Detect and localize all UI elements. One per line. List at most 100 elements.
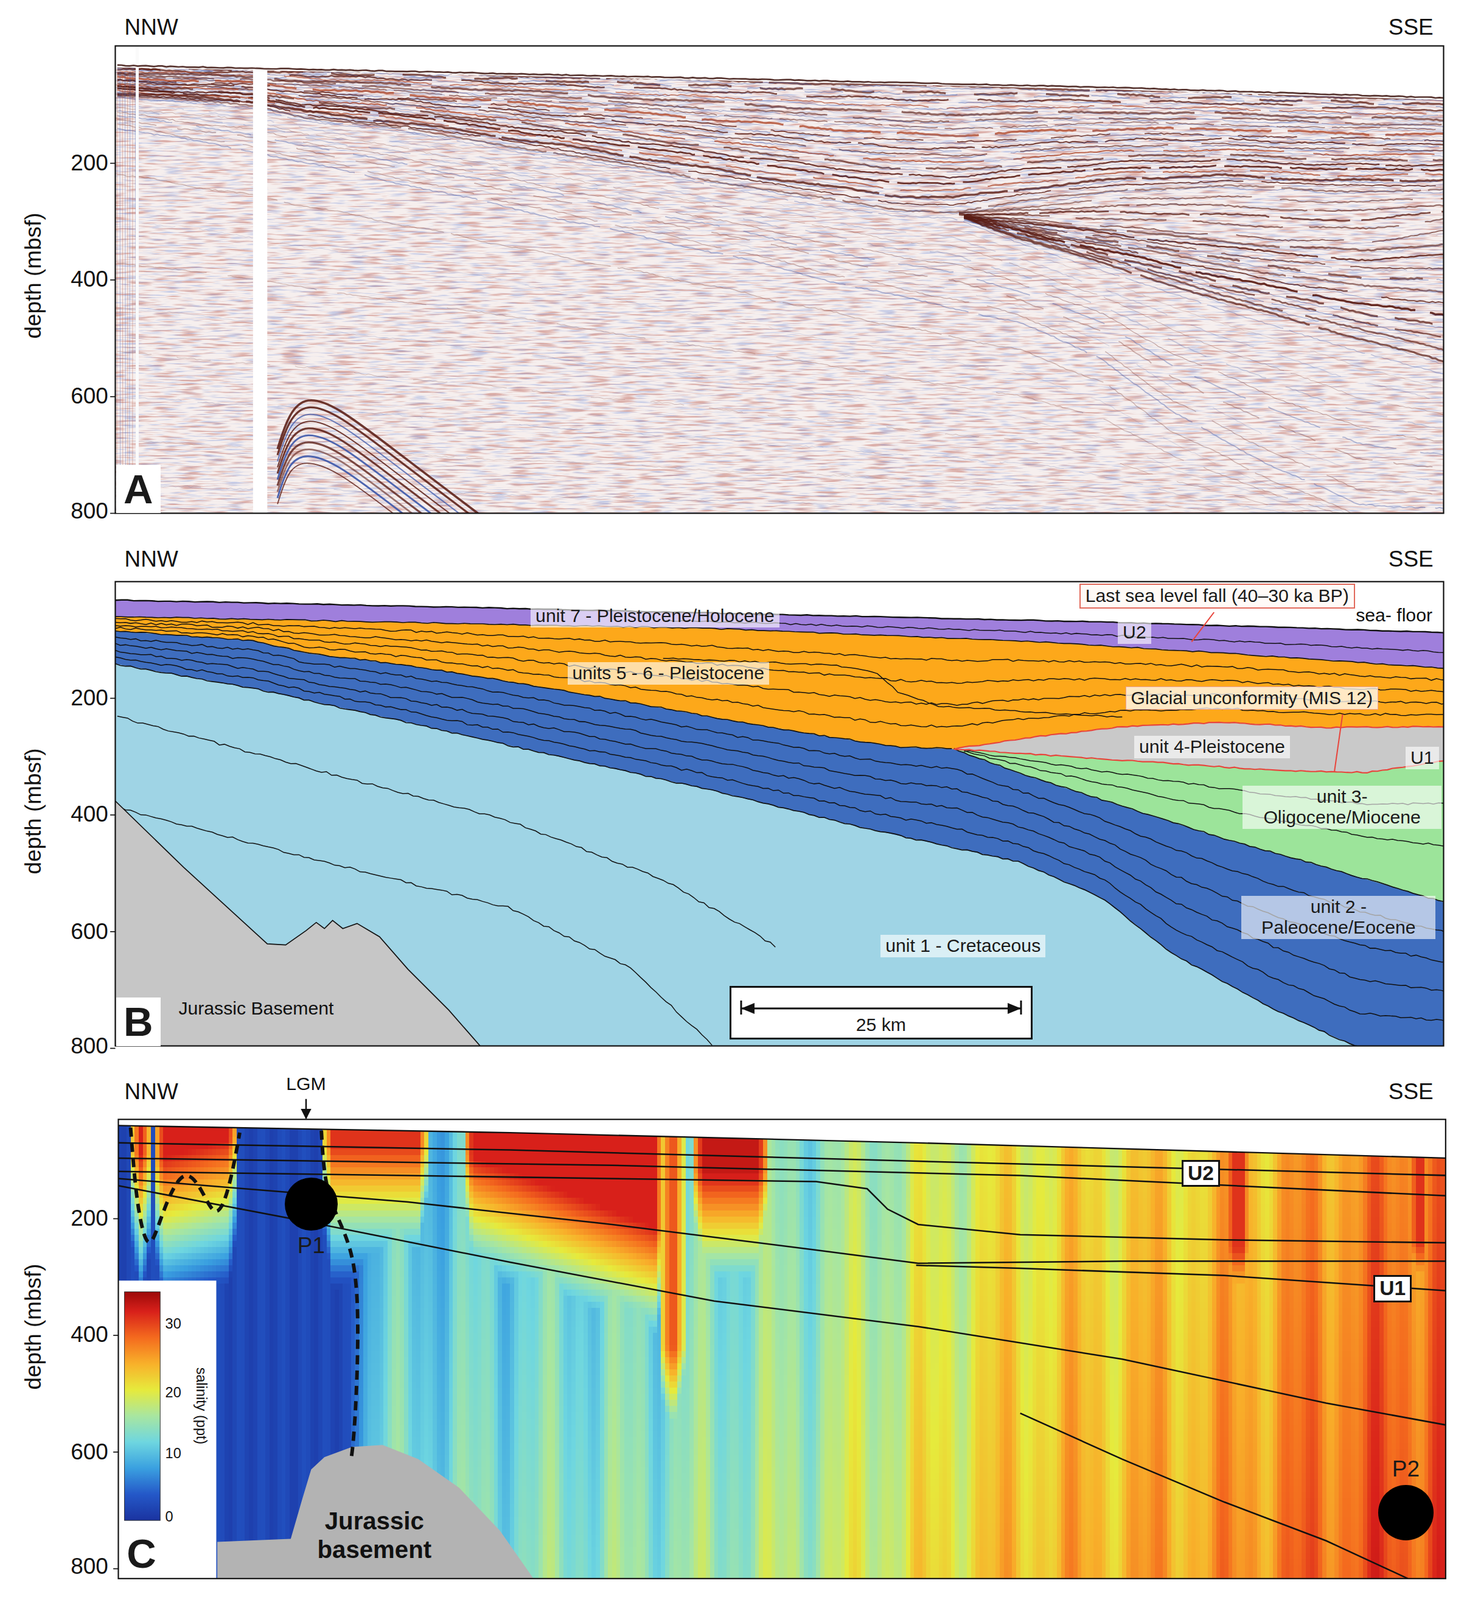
salinity-cell: [200, 1130, 205, 1138]
salinity-cell: [155, 1210, 160, 1217]
salinity-cell: [150, 1265, 156, 1272]
salinity-cell: [122, 1142, 127, 1150]
seismic-data: [111, 40, 1449, 583]
salinity-cell: [142, 1252, 148, 1260]
salinity-cell: [167, 1252, 172, 1260]
salinity-cell: [188, 1228, 193, 1236]
salinity-cell: [159, 1271, 164, 1278]
salinity-cell: [191, 1197, 196, 1205]
salinity-cell: [122, 1210, 127, 1217]
salinity-cell: [138, 1252, 143, 1260]
salinity-cell: [195, 1246, 201, 1254]
salinity-cell: [191, 1130, 196, 1138]
seismic-panel: [111, 40, 1449, 583]
salinity-cell: [134, 1234, 139, 1242]
salinity-cell: [171, 1222, 176, 1230]
salinity-cell: [212, 1173, 217, 1180]
salinity-cell: [118, 1142, 123, 1150]
salinity-cell: [118, 1222, 123, 1230]
salinity-cell: [175, 1160, 180, 1168]
salinity-cell: [191, 1148, 196, 1156]
salinity-cell: [171, 1136, 176, 1144]
salinity-cell: [208, 1160, 213, 1168]
salinity-cell: [155, 1130, 160, 1138]
salinity-cell: [179, 1246, 184, 1254]
seismic-trace: [132, 71, 133, 513]
salinity-cell: [208, 1148, 213, 1156]
salinity-cell: [208, 1154, 213, 1162]
salinity-cell: [150, 1222, 156, 1230]
salinity-cell: [163, 1234, 168, 1242]
seismic-trace: [127, 71, 128, 513]
salinity-cell: [191, 1252, 196, 1260]
salinity-cell: [142, 1271, 148, 1278]
salinity-cell: [146, 1210, 151, 1217]
salinity-cell: [203, 1228, 209, 1236]
salinity-cell: [146, 1173, 151, 1180]
salinity-cell: [188, 1203, 193, 1211]
salinity-cell: [138, 1130, 143, 1138]
salinity-cell: [171, 1197, 176, 1205]
salinity-cell: [134, 1197, 139, 1205]
salinity-cell: [159, 1136, 164, 1144]
salinity-cell: [126, 1265, 131, 1272]
salinity-cell: [126, 1234, 131, 1242]
salinity-cell: [216, 1142, 221, 1150]
salinity-cell: [200, 1258, 205, 1266]
salinity-cell: [208, 1246, 213, 1254]
salinity-cell: [212, 1210, 217, 1217]
salinity-cell: [159, 1148, 164, 1156]
salinity-cell: [167, 1148, 172, 1156]
salinity-cell: [159, 1130, 164, 1138]
salinity-cell: [155, 1185, 160, 1193]
seismic-data-area: [111, 40, 1449, 583]
salinity-cell: [146, 1265, 151, 1272]
salinity-cell: [167, 1271, 172, 1278]
salinity-cell: [188, 1148, 193, 1156]
salinity-cell: [130, 1228, 136, 1236]
salinity-cell: [171, 1234, 176, 1242]
salinity-cell: [159, 1185, 164, 1193]
salinity-cell: [216, 1136, 221, 1144]
salinity-cell: [142, 1191, 148, 1199]
salinity-cell: [188, 1191, 193, 1199]
salinity-cell: [191, 1185, 196, 1193]
salinity-cell: [203, 1136, 209, 1144]
salinity-cell: [146, 1228, 151, 1236]
salinity-cell: [138, 1160, 143, 1168]
salinity-cell: [212, 1148, 217, 1156]
salinity-cell: [188, 1234, 193, 1242]
salinity-cell: [208, 1240, 213, 1248]
salinity-cell: [216, 1148, 221, 1156]
salinity-cell: [195, 1130, 201, 1138]
salinity-cell: [195, 1191, 201, 1199]
salinity-cell: [175, 1185, 180, 1193]
salinity-cell: [183, 1130, 189, 1138]
salinity-cell: [130, 1258, 136, 1266]
salinity-cell: [150, 1136, 156, 1144]
salinity-cell: [130, 1234, 136, 1242]
salinity-cell: [200, 1148, 205, 1156]
salinity-cell: [183, 1203, 189, 1211]
salinity-cell: [138, 1167, 143, 1174]
salinity-cell: [138, 1234, 143, 1242]
salinity-cell: [142, 1197, 148, 1205]
salinity-cell: [126, 1210, 131, 1217]
salinity-cell: [150, 1216, 156, 1224]
salinity-cell: [188, 1258, 193, 1266]
salinity-cell: [171, 1130, 176, 1138]
salinity-cell: [122, 1258, 127, 1266]
salinity-cell: [188, 1185, 193, 1193]
salinity-cell: [167, 1265, 172, 1272]
salinity-cell: [130, 1222, 136, 1230]
salinity-cell: [138, 1197, 143, 1205]
salinity-cell: [183, 1271, 189, 1278]
salinity-cell: [183, 1216, 189, 1224]
salinity-cell: [203, 1130, 209, 1138]
salinity-cell: [195, 1148, 201, 1156]
salinity-cell: [167, 1222, 172, 1230]
salinity-cell: [163, 1228, 168, 1236]
salinity-cell: [175, 1228, 180, 1236]
salinity-cell: [146, 1136, 151, 1144]
salinity-cell: [155, 1258, 160, 1266]
